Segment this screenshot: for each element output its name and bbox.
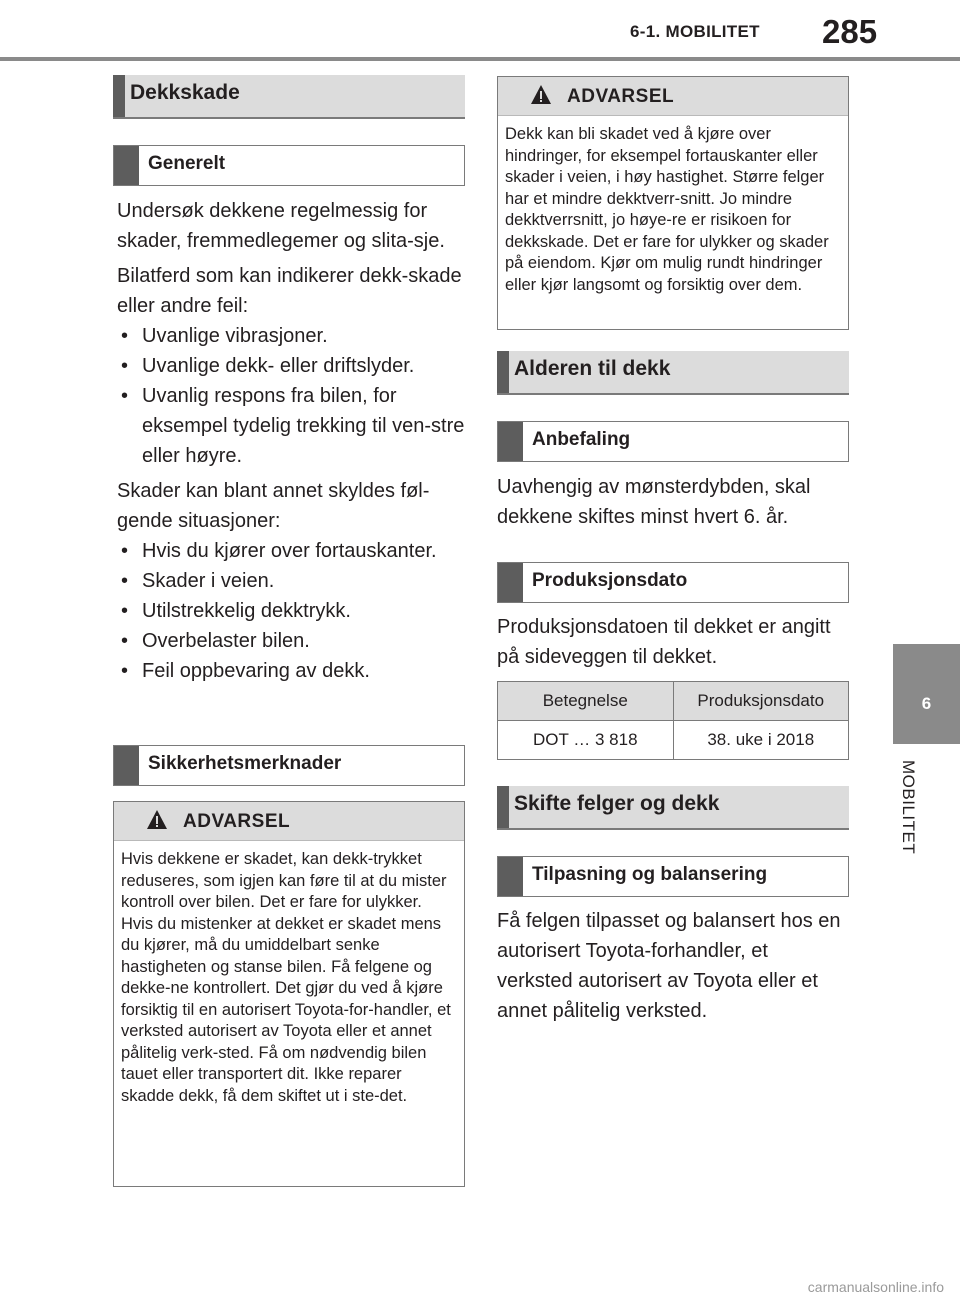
heading-bar xyxy=(497,786,509,828)
paragraph: Skader kan blant annet skyldes føl-gende… xyxy=(117,480,430,532)
subheading-bar xyxy=(114,146,139,185)
chapter-number: 6 xyxy=(921,694,932,713)
running-header-section: 6-1. MOBILITET xyxy=(630,22,760,41)
warning-header: ADVARSEL xyxy=(498,77,848,116)
page-number: 285 xyxy=(822,13,878,50)
heading-alderen: Alderen til dekk xyxy=(497,351,849,395)
paragraph: Undersøk dekkene regelmessig for skader,… xyxy=(117,200,445,252)
warning-text: Hvis dekkene er skadet, kan dekk-trykket… xyxy=(121,850,451,1105)
paragraph: Få felgen tilpasset og balansert hos en … xyxy=(497,910,841,1022)
list-item: Skader i veien. xyxy=(117,566,469,596)
list-item: Uvanlige dekk- eller driftslyder. xyxy=(117,351,469,381)
date-table: Betegnelse Produksjonsdato DOT … 3 818 3… xyxy=(497,681,849,760)
subheading-bar xyxy=(498,422,523,461)
table-row: DOT … 3 818 38. uke i 2018 xyxy=(497,720,849,760)
bullet-list: Uvanlige vibrasjoner. Uvanlige dekk- ell… xyxy=(117,321,469,471)
subheading-produksjonsdato: Produksjonsdato xyxy=(497,562,849,603)
heading-dekkskade: Dekkskade xyxy=(113,75,465,119)
left-body: Undersøk dekkene regelmessig for skader,… xyxy=(117,196,469,686)
paragraph: Produksjonsdatoen til dekket er angitt p… xyxy=(497,616,831,668)
subheading-text: Generelt xyxy=(148,153,226,174)
heading-skifte: Skifte felger og dekk xyxy=(497,786,849,830)
paragraph: Uavhengig av mønsterdybden, skal dekkene… xyxy=(497,476,811,528)
warning-text: Dekk kan bli skadet ved å kjøre over hin… xyxy=(505,125,829,294)
header-rule xyxy=(0,57,960,61)
warning-title: ADVARSEL xyxy=(567,86,675,107)
list-item: Hvis du kjører over fortauskanter. xyxy=(117,536,469,566)
warning-header: ADVARSEL xyxy=(114,802,464,841)
heading-bar xyxy=(497,351,509,393)
heading-text: Dekkskade xyxy=(130,81,240,104)
table-cell: 38. uke i 2018 xyxy=(672,720,849,760)
subheading-bar xyxy=(498,857,523,896)
warning-box: ADVARSEL Hvis dekkene er skadet, kan dek… xyxy=(113,801,465,1187)
subheading-text: Produksjonsdato xyxy=(532,570,688,591)
subheading-anbefaling: Anbefaling xyxy=(497,421,849,462)
list-item: Uvanlig respons fra bilen, for eksempel … xyxy=(117,381,469,471)
chapter-label: MOBILITET xyxy=(890,760,930,880)
table-cell: DOT … 3 818 xyxy=(497,720,674,760)
subheading-bar xyxy=(114,746,139,785)
list-item: Overbelaster bilen. xyxy=(117,626,469,656)
subheading-tilpasning: Tilpasning og balansering xyxy=(497,856,849,897)
table-header-cell: Produksjonsdato xyxy=(672,681,849,721)
subheading-text: Sikkerhetsmerknader xyxy=(148,753,342,774)
watermark-text: carmanualsonline.info xyxy=(807,1279,944,1295)
chapter-tab xyxy=(893,644,960,744)
heading-bar xyxy=(113,75,125,117)
table-header-cell: Betegnelse xyxy=(497,681,674,721)
subheading-text: Anbefaling xyxy=(532,429,631,450)
subheading-generelt: Generelt xyxy=(113,145,465,186)
warning-box: ADVARSEL Dekk kan bli skadet ved å kjøre… xyxy=(497,76,849,330)
warning-triangle-icon xyxy=(147,810,167,829)
subheading-text: Tilpasning og balansering xyxy=(532,864,768,885)
list-item: Utilstrekkelig dekktrykk. xyxy=(117,596,469,626)
table-header-row: Betegnelse Produksjonsdato xyxy=(497,681,849,721)
bullet-list: Hvis du kjører over fortauskanter. Skade… xyxy=(117,536,469,686)
warning-title: ADVARSEL xyxy=(183,811,291,832)
subheading-bar xyxy=(498,563,523,602)
subheading-sikkerhetsmerknader: Sikkerhetsmerknader xyxy=(113,745,465,786)
warning-triangle-icon xyxy=(531,85,551,104)
heading-text: Skifte felger og dekk xyxy=(514,792,720,815)
list-item: Uvanlige vibrasjoner. xyxy=(117,321,469,351)
chapter-label-text: MOBILITET xyxy=(899,760,918,855)
heading-text: Alderen til dekk xyxy=(514,357,671,380)
list-item: Feil oppbevaring av dekk. xyxy=(117,656,469,686)
paragraph: Bilatferd som kan indikerer dekk-skade e… xyxy=(117,265,462,317)
